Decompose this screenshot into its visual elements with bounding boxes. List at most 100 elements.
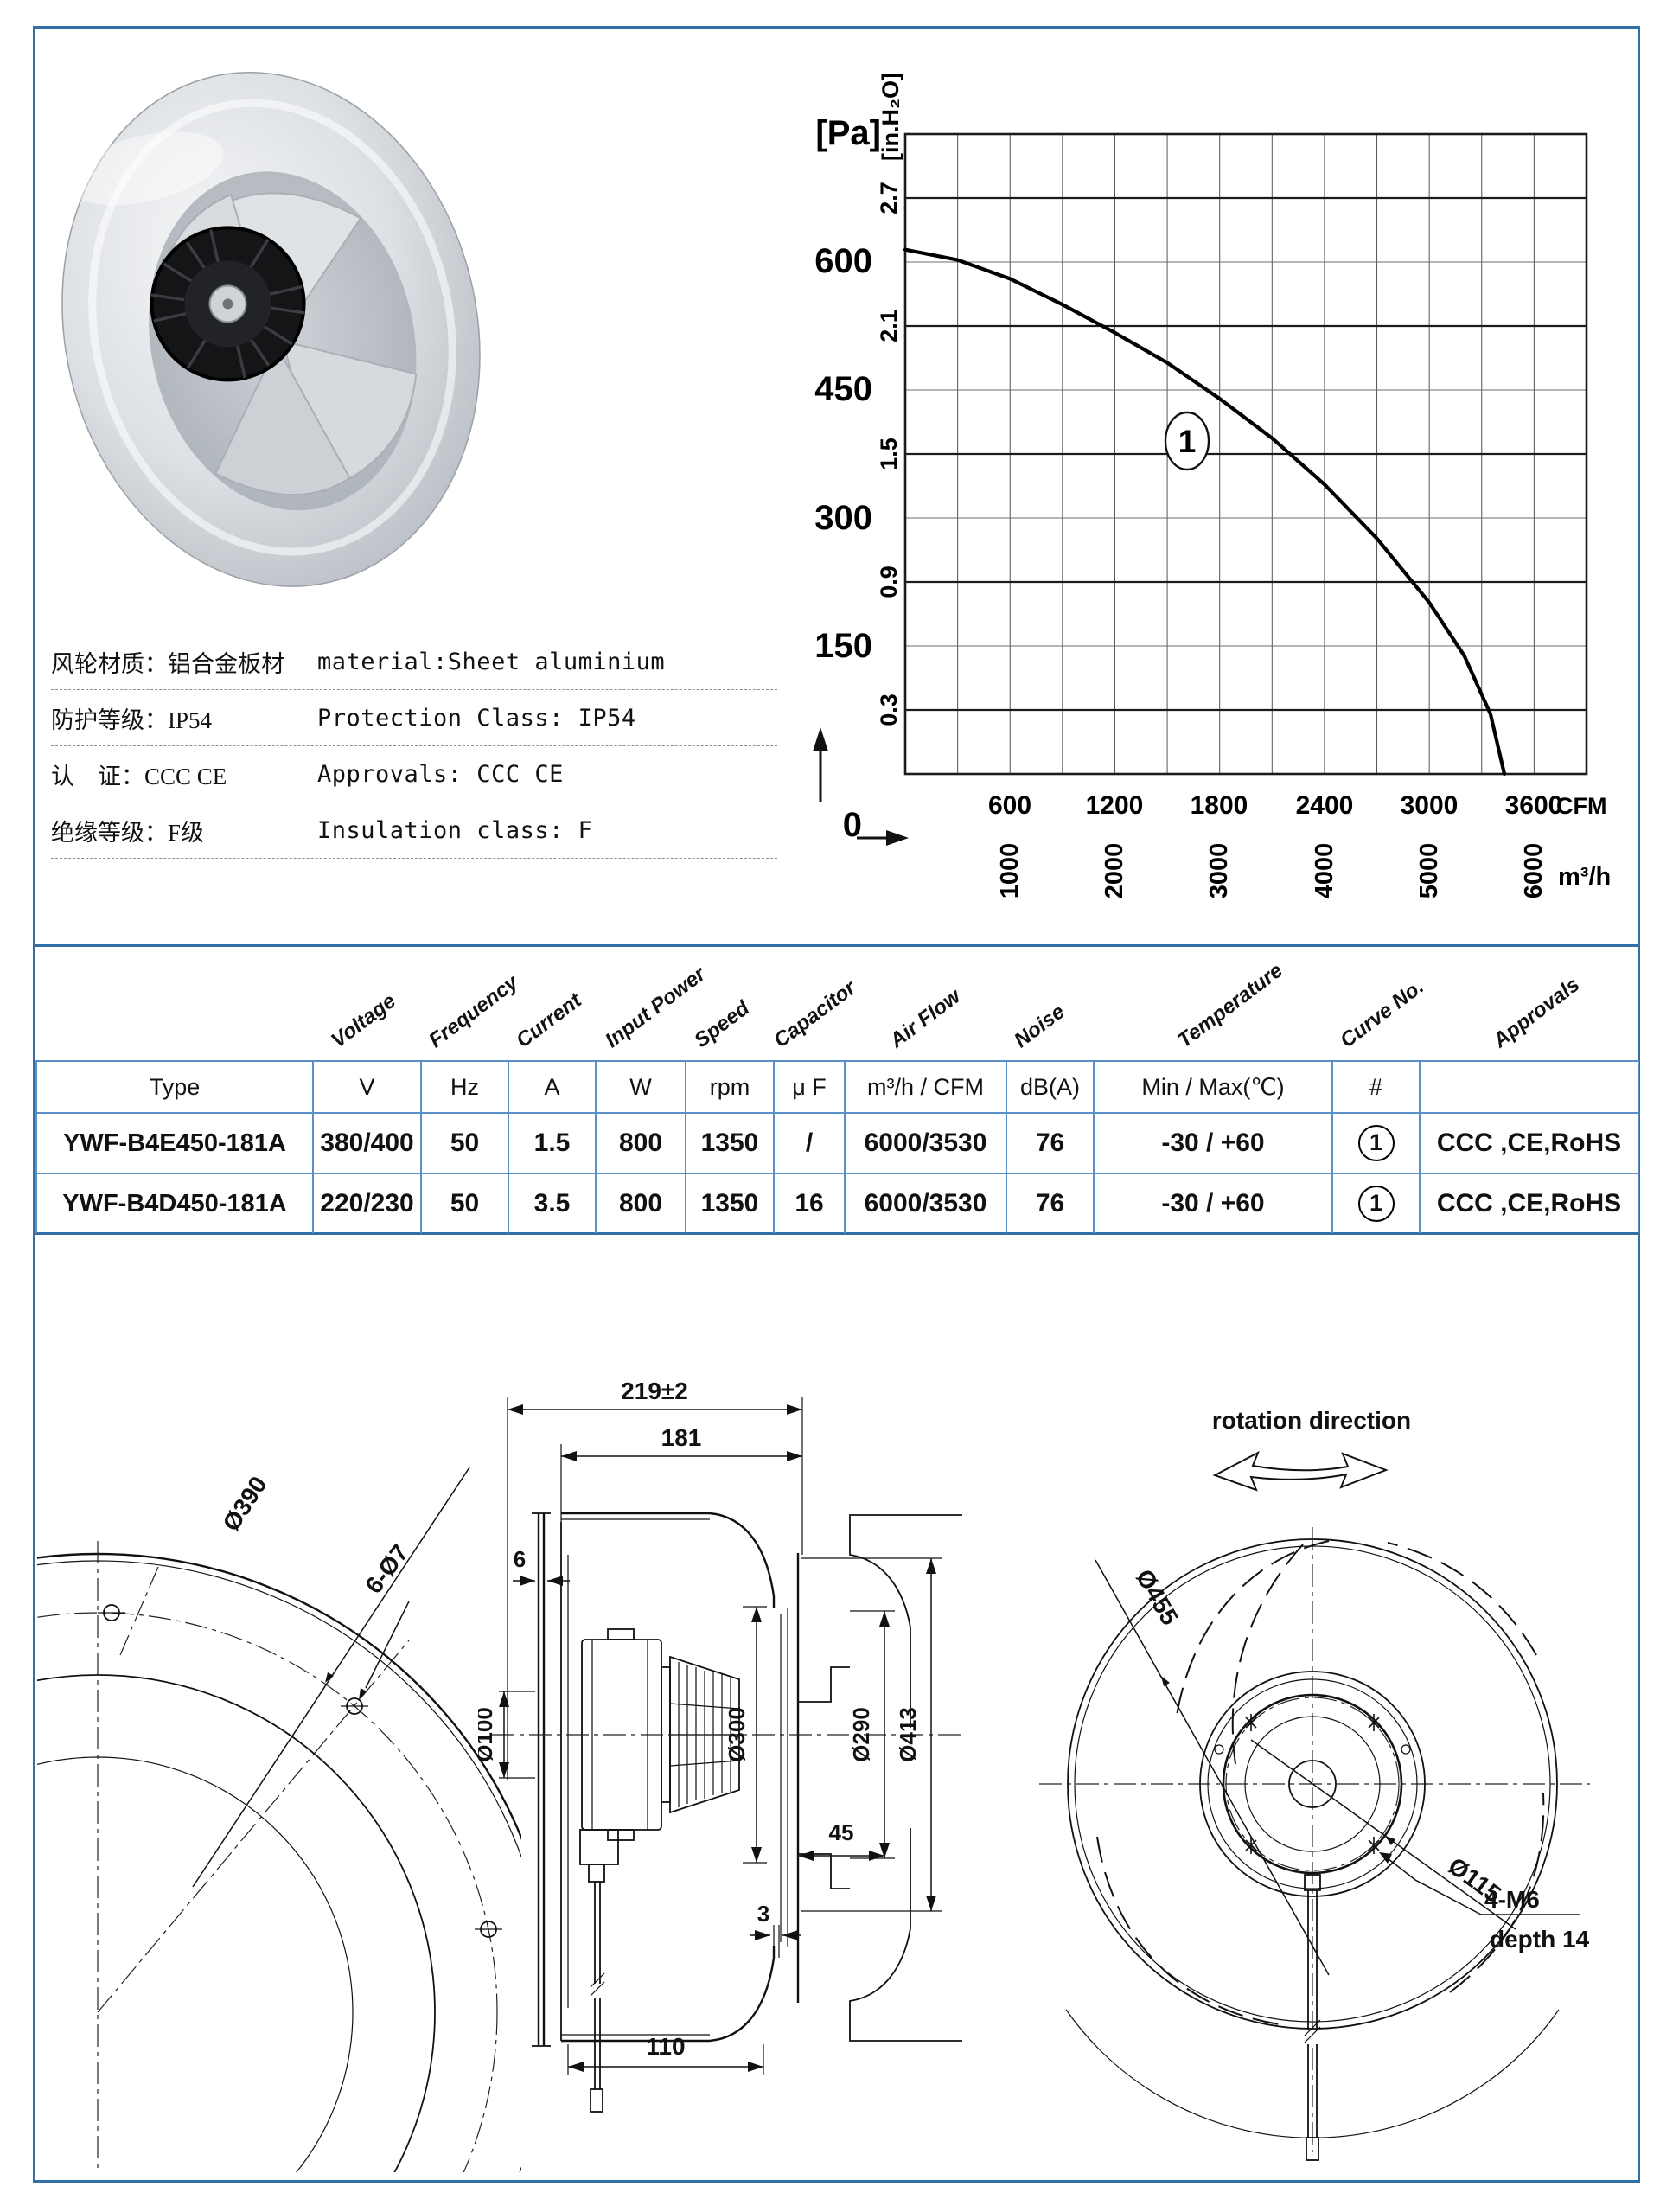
front-view-drawing: rotation direction: [1039, 1407, 1590, 2161]
cell-type-1: YWF-B4E450-181A: [35, 1112, 314, 1174]
unit-temperature: Min / Max(℃): [1093, 1060, 1333, 1114]
curve-number: 1: [1178, 424, 1197, 459]
flange-hole: [98, 1604, 125, 1621]
cell-noise-1: 76: [1006, 1112, 1095, 1174]
dim-impeller-diameter: Ø413: [895, 1707, 921, 1762]
x-axis-arrow-icon: [857, 830, 909, 846]
m3h-unit-label: m³/h: [1558, 863, 1611, 891]
inh2o-tick-1-5: 1.5: [876, 438, 902, 470]
cell-speed-1: 1350: [685, 1112, 775, 1174]
dim-depth-overall: 219±2: [621, 1378, 688, 1404]
cfm-tick-1800: 1800: [1191, 791, 1248, 820]
col-header-capacitor: Capacitor: [769, 976, 860, 1053]
cell-temperature-2: -30 / +60: [1093, 1173, 1333, 1233]
cell-current-1: 1.5: [508, 1112, 597, 1174]
cell-capacitor-1: /: [773, 1112, 846, 1174]
spec-row-insulation: 绝缘等级：F级 Insulation class: F: [51, 802, 777, 859]
y-axis-pa-label: [Pa]: [815, 114, 881, 152]
rotation-direction-label: rotation direction: [1212, 1407, 1411, 1434]
inh2o-tick-2-7: 2.7: [876, 182, 902, 214]
pa-tick-0: 0: [843, 806, 862, 844]
pa-tick-150: 150: [814, 627, 872, 665]
m6-hole-marks: [1245, 1714, 1380, 1854]
dim-depth-impeller: 181: [661, 1424, 702, 1451]
performance-chart: 1 [Pa] [in.H₂O] 600 450 300 150 0 2.7 2.…: [813, 73, 1611, 899]
cfm-tick-2400: 2400: [1296, 791, 1354, 820]
curve-number-badge-2: 1: [1357, 1186, 1395, 1222]
unit-frequency: Hz: [420, 1060, 509, 1114]
table-row: YWF-B4E450-181A 380/400 50 1.5 800 1350 …: [35, 1112, 1639, 1174]
cfm-tick-3000: 3000: [1401, 791, 1459, 820]
inh2o-tick-0-3: 0.3: [876, 694, 902, 726]
inh2o-tick-2-1: 2.1: [876, 310, 902, 342]
cell-speed-2: 1350: [685, 1173, 775, 1233]
m3h-tick-4000: 4000: [1311, 843, 1338, 899]
dim-ring-diameter: Ø290: [848, 1707, 874, 1762]
dim-flange-diameter: Ø390: [217, 1472, 271, 1536]
pa-tick-600: 600: [814, 242, 872, 280]
cell-power-1: 800: [595, 1112, 686, 1174]
m3h-tick-2000: 2000: [1101, 843, 1128, 899]
spec-row-material: 风轮材质：铝合金板材 material:Sheet aluminium: [51, 634, 777, 690]
col-header-frequency: Frequency: [425, 970, 523, 1053]
spec-row-approvals: 认 证：CCC CE Approvals: CCC CE: [51, 746, 777, 802]
dim-hub-screws: 4-M6: [1484, 1886, 1540, 1913]
spec-table-section: Voltage Frequency Current Input Power Sp…: [35, 947, 1639, 1235]
dim-screw-depth: depth 14: [1490, 1926, 1590, 1953]
cell-capacitor-2: 16: [773, 1173, 846, 1233]
pa-tick-450: 450: [814, 370, 872, 408]
col-header-voltage: Voltage: [327, 989, 400, 1053]
side-view-drawing: 219±2 181: [478, 1378, 966, 2113]
spec-insulation-en: Insulation class: F: [317, 816, 593, 844]
dim-flange-thickness: 6: [514, 1546, 526, 1572]
cell-frequency-2: 50: [420, 1173, 509, 1233]
dim-flange-holes: 6-Ø7: [360, 1539, 413, 1598]
pa-tick-300: 300: [814, 499, 872, 537]
spec-text-block: 风轮材质：铝合金板材 material:Sheet aluminium 防护等级…: [51, 634, 777, 859]
cell-current-2: 3.5: [508, 1173, 597, 1233]
dim-motor-diameter: Ø300: [724, 1707, 750, 1762]
unit-voltage: V: [312, 1060, 422, 1114]
unit-current: A: [508, 1060, 597, 1114]
unit-airflow: m³/h / CFM: [844, 1060, 1007, 1114]
table-units-row: Type V Hz A W rpm μ F m³/h / CFM dB(A) M…: [35, 1060, 1639, 1114]
spec-row-protection: 防护等级：IP54 Protection Class: IP54: [51, 690, 777, 746]
dim-3: 3: [757, 1901, 769, 1927]
cell-power-2: 800: [595, 1173, 686, 1233]
cell-noise-2: 76: [1006, 1173, 1095, 1233]
inh2o-tick-0-9: 0.9: [876, 566, 902, 598]
col-header-approvals: Approvals: [1489, 973, 1585, 1053]
col-header-speed: Speed: [690, 996, 754, 1053]
cell-curve-1: 1: [1331, 1112, 1421, 1174]
y-axis-arrow-icon: [813, 727, 828, 802]
fan-product-photo: [61, 72, 481, 587]
y-axis-inh2o-label: [in.H₂O]: [878, 73, 903, 161]
cell-voltage-2: 220/230: [312, 1173, 422, 1233]
dim-45: 45: [829, 1819, 854, 1845]
dim-inlet-diameter: Ø100: [478, 1707, 497, 1762]
cell-frequency-1: 50: [420, 1112, 509, 1174]
dim-110: 110: [646, 2033, 685, 2060]
impeller-blades-dashed: [1096, 1540, 1545, 2026]
m3h-tick-1000: 1000: [996, 843, 1024, 899]
cell-approvals-2: CCC ,CE,RoHS: [1419, 1173, 1639, 1233]
rotation-direction-arrow-icon: [1212, 1450, 1389, 1492]
cell-approvals-1: CCC ,CE,RoHS: [1419, 1112, 1639, 1174]
page-frame: 1 [Pa] [in.H₂O] 600 450 300 150 0 2.7 2.…: [33, 26, 1640, 2183]
cell-temperature-1: -30 / +60: [1093, 1112, 1333, 1174]
cfm-unit-label: CFM: [1556, 793, 1606, 819]
flange-view-drawing: Ø390 6-Ø7: [37, 1467, 521, 2172]
m3h-tick-5000: 5000: [1415, 843, 1443, 899]
unit-capacitor: μ F: [773, 1060, 846, 1114]
dim-impeller-outer-diameter: Ø455: [1131, 1565, 1184, 1630]
spec-material-en: material:Sheet aluminium: [317, 648, 666, 675]
unit-curve: #: [1331, 1060, 1421, 1114]
col-header-current: Current: [512, 988, 586, 1053]
unit-speed: rpm: [685, 1060, 775, 1114]
col-header-curve-no: Curve No.: [1336, 975, 1428, 1053]
cfm-tick-1200: 1200: [1086, 791, 1144, 820]
drawings-section: Ø390 6-Ø7 219±2 181: [35, 1235, 1638, 2177]
spec-insulation-cn: 绝缘等级：F级: [51, 819, 205, 846]
cell-airflow-1: 6000/3530: [844, 1112, 1007, 1174]
